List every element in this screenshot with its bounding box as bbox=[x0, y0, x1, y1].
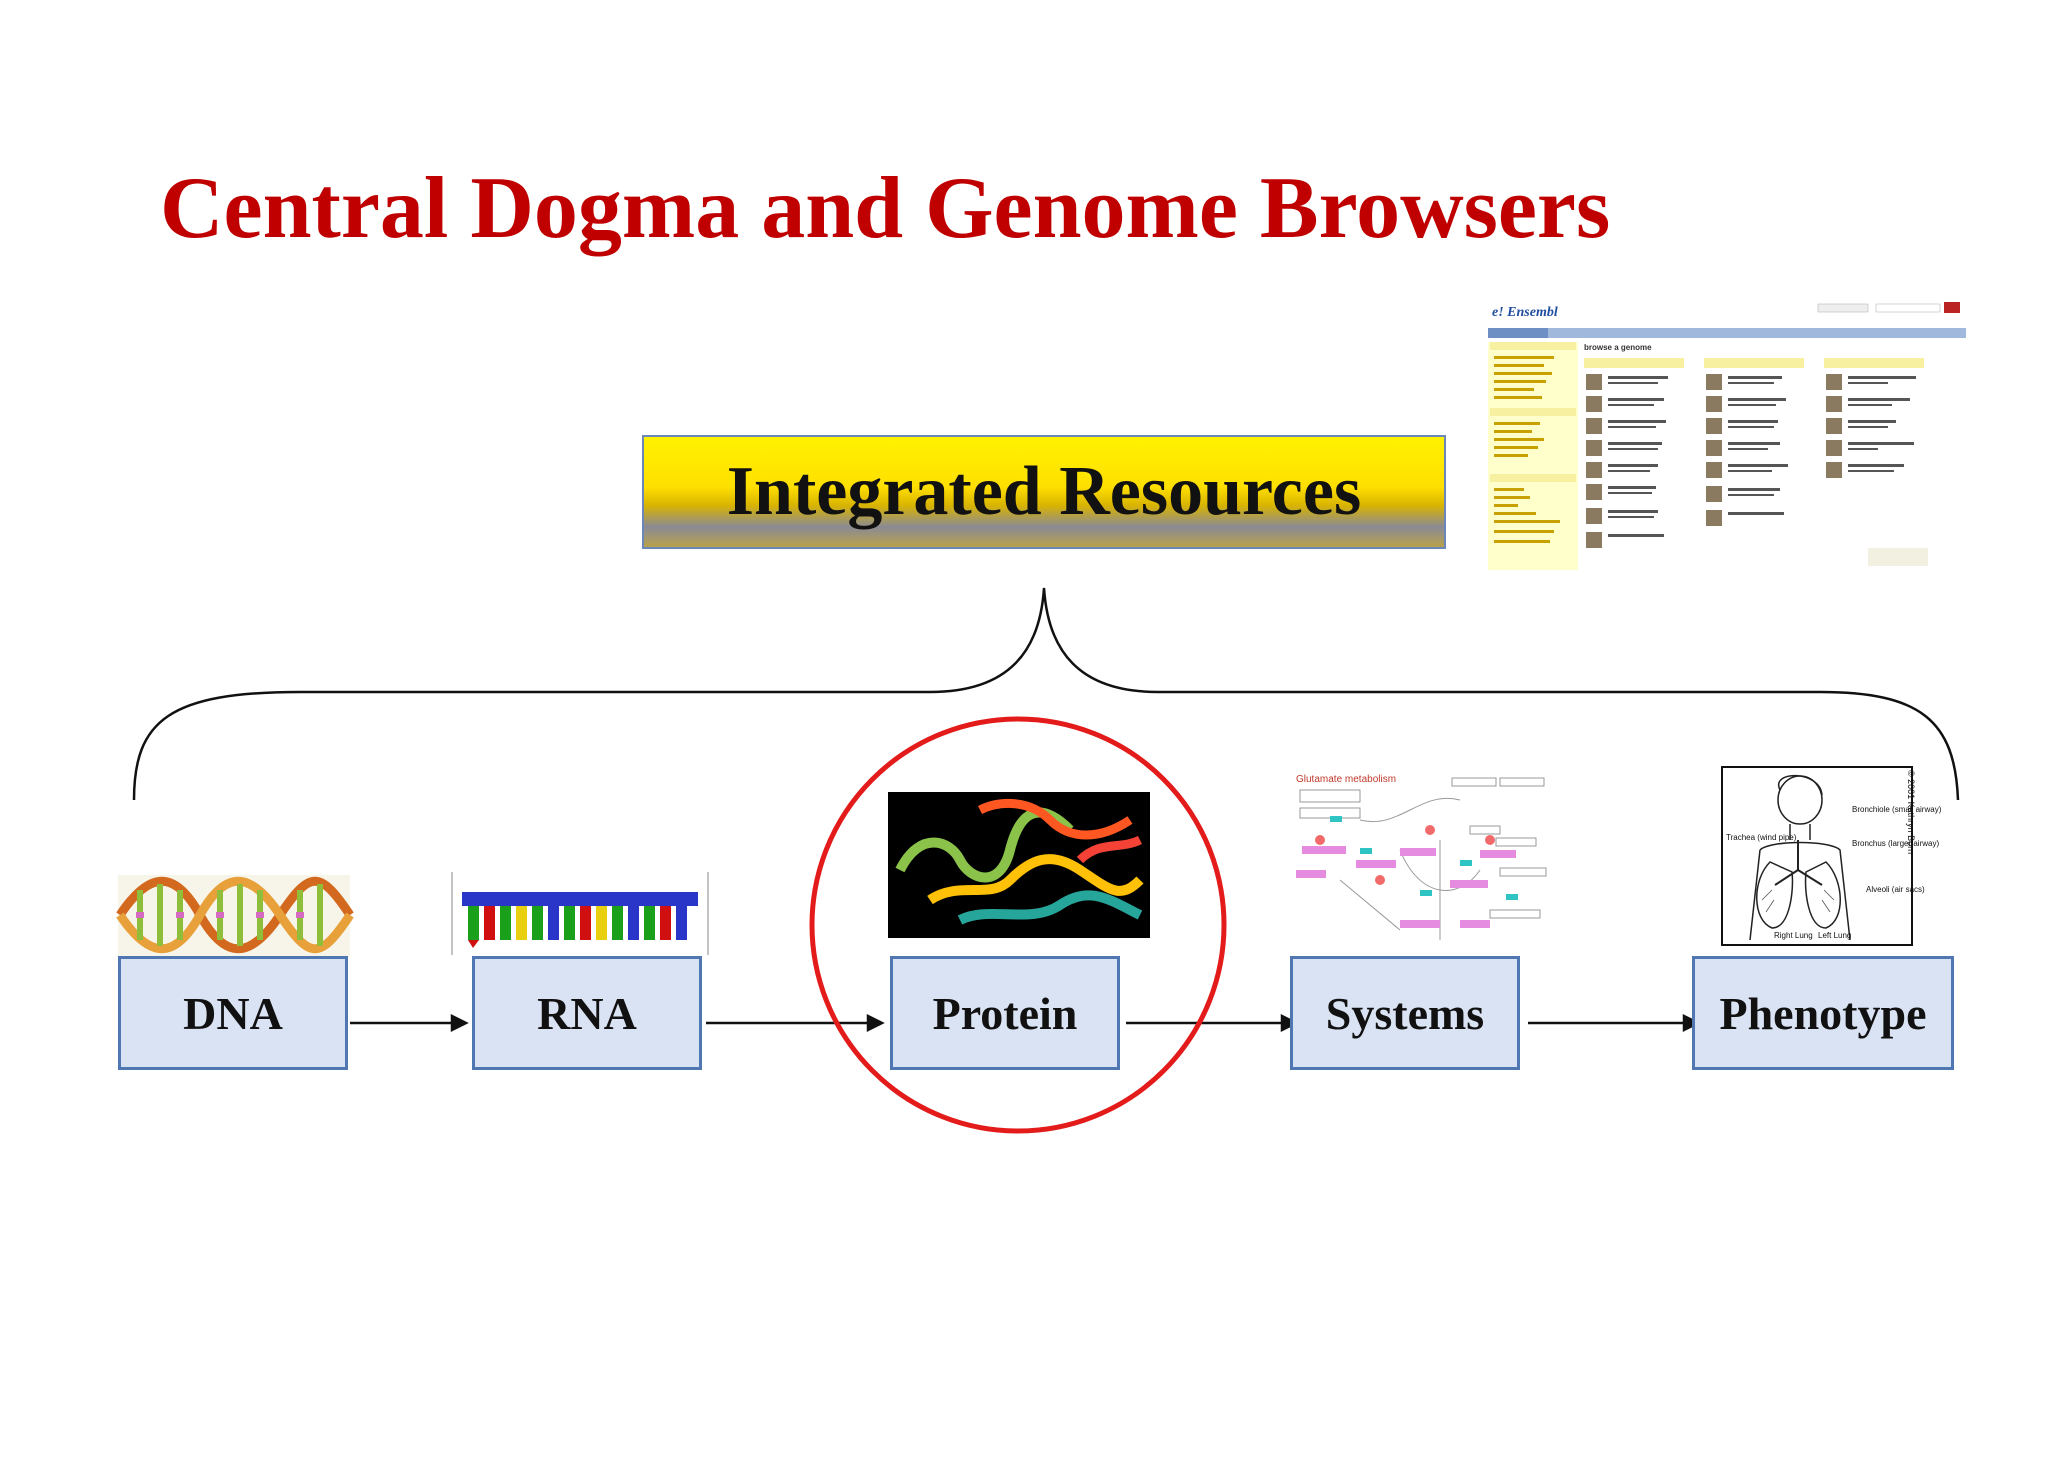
label-left-lung: Left Lung bbox=[1818, 931, 1851, 940]
phenotype-lungs-image: Trachea (wind pipe) Bronchiole (small ai… bbox=[1721, 766, 1942, 946]
slide-title: Central Dogma and Genome Browsers bbox=[160, 160, 1611, 257]
stage-box-protein: Protein bbox=[890, 956, 1120, 1070]
stage-label-phenotype: Phenotype bbox=[1719, 987, 1927, 1039]
integrated-resources-box: Integrated Resources bbox=[642, 435, 1446, 549]
curly-brace bbox=[132, 587, 1960, 801]
label-bronchus: Bronchus (larger airway) bbox=[1852, 839, 1939, 848]
label-right-lung: Right Lung bbox=[1774, 931, 1813, 940]
integrated-resources-label: Integrated Resources bbox=[726, 453, 1362, 530]
rna-strand-image bbox=[451, 872, 709, 955]
stage-box-dna: DNA bbox=[118, 956, 348, 1070]
ensembl-browser-thumbnail: e! Ensembl browse a genome bbox=[1488, 298, 1966, 570]
label-alveoli: Alveoli (air sacs) bbox=[1866, 885, 1925, 894]
systems-pathway-image: Glutamate metabolism bbox=[1292, 770, 1550, 950]
dna-helix-image bbox=[116, 875, 354, 957]
stage-label-rna: RNA bbox=[537, 987, 637, 1039]
ensembl-screenshot-graphic: e! Ensembl browse a genome bbox=[1488, 298, 1966, 570]
systems-thumb-title: Glutamate metabolism bbox=[1296, 774, 1396, 785]
label-trachea: Trachea (wind pipe) bbox=[1726, 833, 1797, 842]
protein-structure-image bbox=[888, 792, 1150, 938]
label-bronchiole: Bronchiole (small airway) bbox=[1852, 805, 1942, 814]
stage-label-systems: Systems bbox=[1325, 987, 1485, 1039]
stage-box-rna: RNA bbox=[472, 956, 702, 1070]
stage-box-phenotype: Phenotype bbox=[1692, 956, 1954, 1070]
stage-box-systems: Systems bbox=[1290, 956, 1520, 1070]
protein-highlight-circle bbox=[809, 716, 1227, 1134]
ensembl-logo-text: e! Ensembl bbox=[1492, 305, 1558, 320]
stage-label-dna: DNA bbox=[183, 987, 283, 1039]
copyright-label: © 2001 Kathryn Born bbox=[1906, 770, 1916, 854]
stage-label-protein: Protein bbox=[932, 987, 1078, 1039]
ensembl-heading: browse a genome bbox=[1584, 343, 1652, 352]
